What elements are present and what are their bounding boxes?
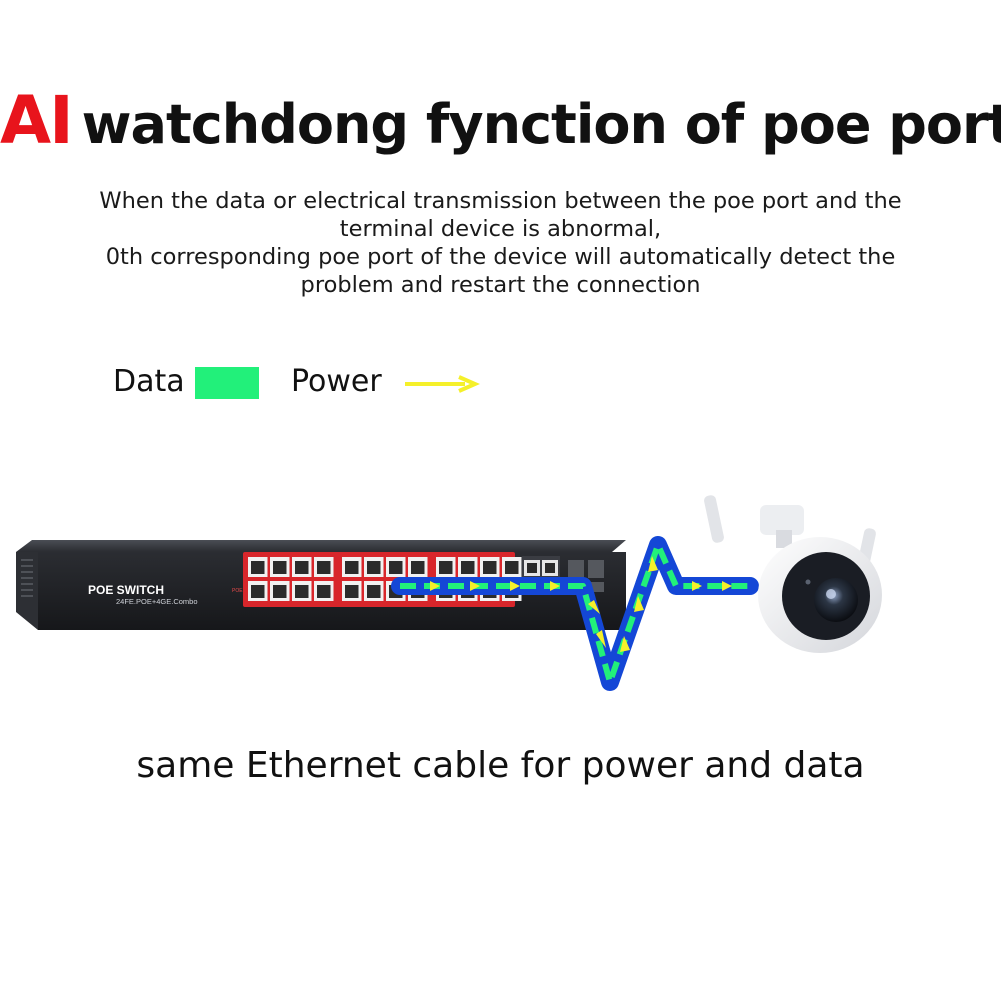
rj45-port-socket xyxy=(345,561,359,574)
rj45-port-socket xyxy=(367,561,381,574)
description-line-4: problem and restart the connection xyxy=(300,272,701,298)
poe-port-label: POE Port xyxy=(232,588,254,594)
rj45-port-socket xyxy=(295,585,309,598)
title-ai: AI xyxy=(0,82,74,159)
rj45-port-socket xyxy=(483,561,497,574)
switch-model-name: POE SWITCH xyxy=(88,583,164,597)
camera-icon xyxy=(704,495,882,653)
rj45-port-socket xyxy=(251,561,265,574)
caption: same Ethernet cable for power and data xyxy=(136,745,865,786)
legend-power-label: Power xyxy=(291,364,382,399)
rj45-port-socket xyxy=(317,561,331,574)
legend-data-label: Data xyxy=(113,364,185,399)
description-line-2: terminal device is abnormal, xyxy=(339,216,662,242)
title-rest: watchdong fynction of poe port xyxy=(81,93,1001,156)
description: When the data or electrical transmission… xyxy=(30,187,971,299)
rj45-port-socket xyxy=(461,561,475,574)
rj45-port-socket xyxy=(251,585,265,598)
rj45-port-socket xyxy=(367,585,381,598)
rj45-port-socket xyxy=(505,561,519,574)
vent-grille xyxy=(21,559,33,597)
rj45-port-socket xyxy=(439,561,453,574)
rj45-port-socket xyxy=(317,585,331,598)
rj45-port-socket xyxy=(411,561,425,574)
rj45-port-socket xyxy=(273,561,287,574)
rj45-port-socket xyxy=(389,561,403,574)
ethernet-cable xyxy=(391,536,759,691)
power-arrow-icon xyxy=(405,375,480,393)
legend-data-swatch xyxy=(195,367,259,399)
description-line-1: When the data or electrical transmission… xyxy=(99,188,902,214)
description-line-3: 0th corresponding poe port of the device… xyxy=(105,244,896,270)
switch-model-spec: 24FE.POE+4GE.Combo xyxy=(116,597,198,606)
power-flow-arrows xyxy=(430,556,732,652)
poe-diagram: POE SWITCH 24FE.POE+4GE.Combo POE Port xyxy=(16,495,882,691)
rj45-port-socket xyxy=(295,561,309,574)
rj45-port-socket xyxy=(273,585,287,598)
rj45-port-socket xyxy=(345,585,359,598)
